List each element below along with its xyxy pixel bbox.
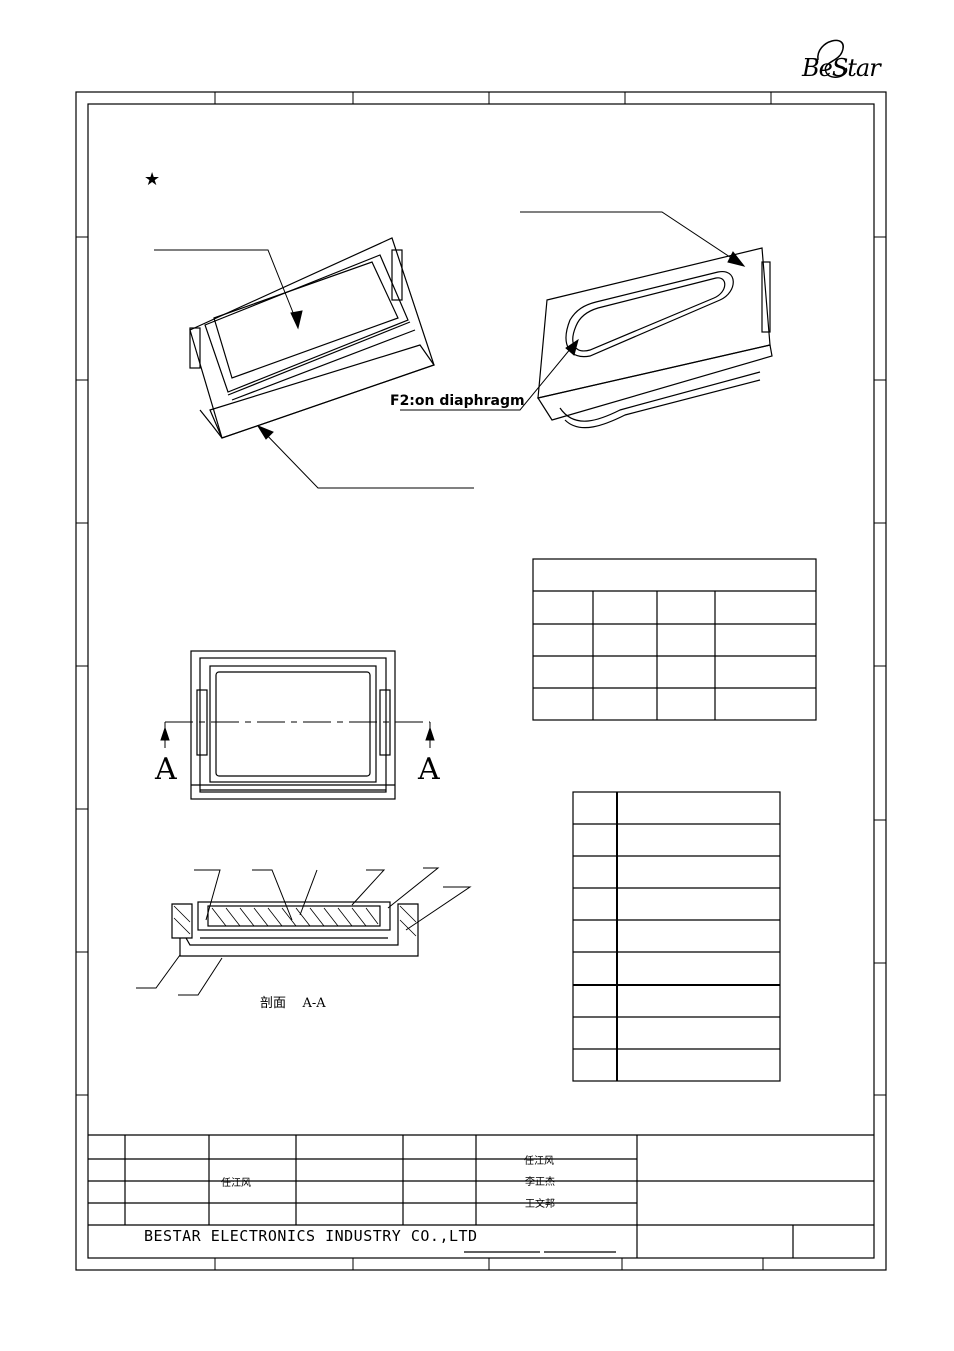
outer-border — [75, 91, 887, 1271]
plan-view — [190, 650, 396, 800]
signature-drawn: 任江风 — [221, 1178, 251, 1189]
company-name: BESTAR ELECTRONICS INDUSTRY CO.,LTD — [144, 1227, 478, 1245]
spec-table-1 — [532, 558, 817, 721]
leader-f2 — [400, 341, 577, 411]
annotation-f2: F2:on diaphragm — [390, 393, 525, 409]
section-mark-left: A — [155, 752, 177, 787]
leader-bottom-left — [259, 427, 474, 489]
signature-approved: 王文邦 — [525, 1199, 555, 1210]
inner-border — [87, 103, 875, 1259]
leader-top-left — [154, 249, 299, 326]
iso-view-left — [189, 237, 435, 439]
section-view — [171, 901, 419, 957]
title-block — [88, 1134, 874, 1258]
leader-top-right — [520, 211, 743, 266]
section-label: 剖面 A-A — [260, 996, 326, 1011]
brand-logo: BeStar — [802, 54, 881, 82]
star-icon: ★ — [144, 169, 161, 190]
logo-swirl — [817, 39, 848, 78]
signature-checked: 任江风 — [524, 1156, 554, 1167]
signature-reviewed: 李正杰 — [525, 1177, 555, 1188]
parts-table — [572, 791, 781, 1082]
iso-view-right — [537, 247, 773, 429]
section-mark-right: A — [418, 752, 440, 787]
